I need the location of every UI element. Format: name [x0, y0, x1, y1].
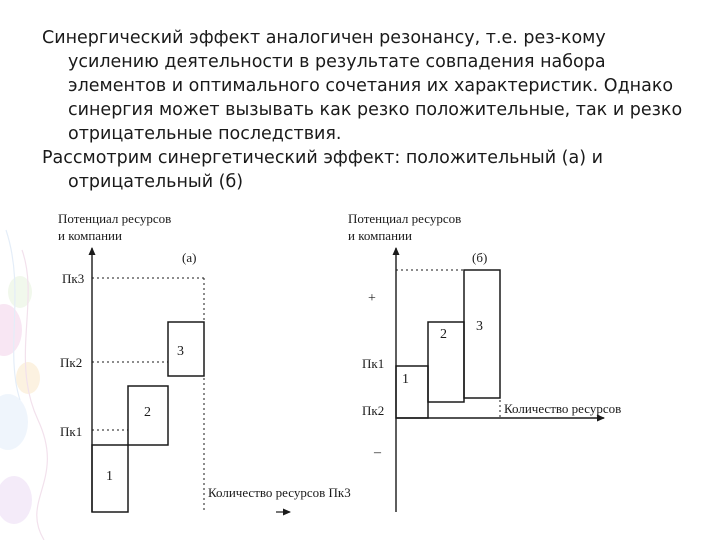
level-label-low: Пк1 — [60, 424, 82, 439]
x-axis-label: Количество ресурсов — [504, 401, 621, 416]
level-label-mid: Пк2 — [60, 355, 82, 370]
minus-sign: – — [373, 445, 382, 460]
resource-box-3 — [464, 270, 500, 398]
axis-label-line2: и компании — [58, 228, 122, 243]
box-label-2: 2 — [144, 405, 151, 420]
level-label-top: Пк3 — [62, 271, 84, 286]
box-label-2: 2 — [440, 327, 447, 342]
resource-box-1 — [396, 366, 428, 418]
resource-box-3 — [168, 322, 204, 376]
plus-sign: + — [368, 291, 376, 306]
box-label-1: 1 — [106, 469, 113, 484]
x-axis-label: Количество ресурсов Пк3 — [208, 485, 351, 500]
box-label-3: 3 — [177, 344, 184, 359]
axis-label-line2: и компании — [348, 228, 412, 243]
diagram-negative-labels: Потенциал ресурсов и компании (б) + – Пк… — [348, 211, 621, 460]
level-label-lower: Пк2 — [362, 403, 384, 418]
level-label-upper: Пк1 — [362, 356, 384, 371]
axis-label-line1: Потенциал ресурсов — [58, 211, 171, 226]
diagram-positive — [92, 248, 290, 512]
diagram-negative — [396, 248, 604, 512]
box-label-3: 3 — [476, 319, 483, 334]
box-label-1: 1 — [402, 372, 409, 387]
caption-a: (а) — [182, 250, 196, 265]
caption-b: (б) — [472, 250, 487, 265]
axis-label-line1: Потенциал ресурсов — [348, 211, 461, 226]
